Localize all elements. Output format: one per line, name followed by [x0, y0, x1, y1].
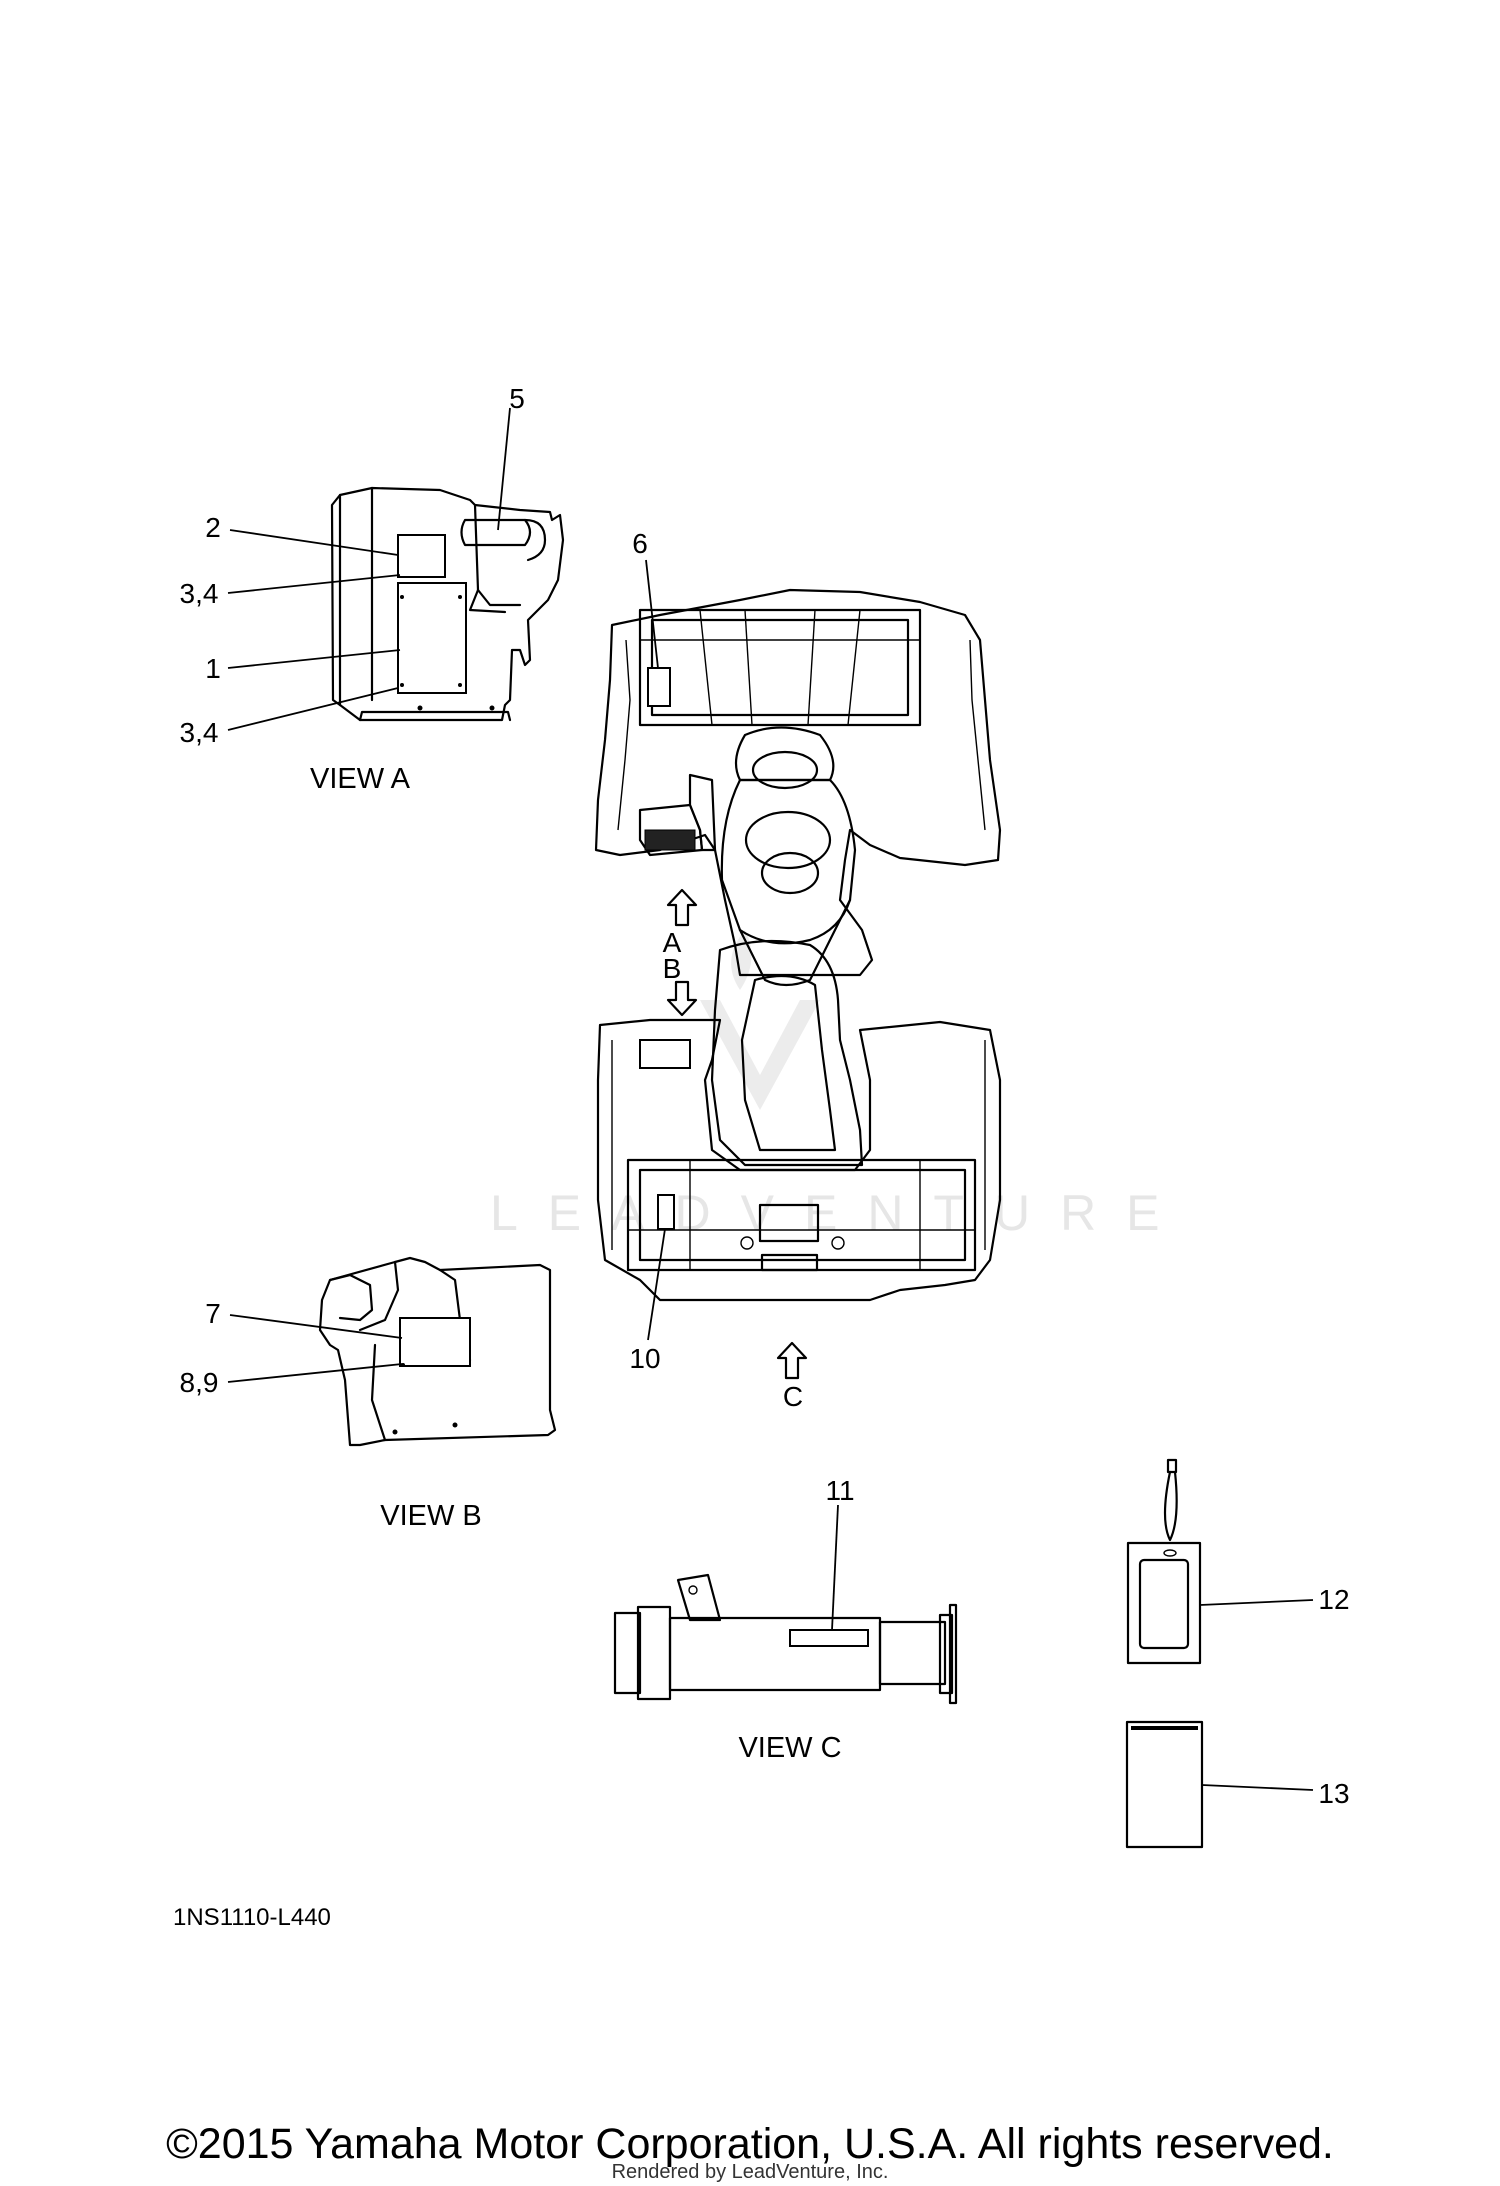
diagram-reference: 1NS1110-L440	[173, 1904, 331, 1931]
label-1-drawing	[397, 582, 467, 694]
view-b-drawing	[227, 1256, 557, 1447]
label-7-drawing	[399, 1317, 471, 1367]
callout-5: 5	[509, 383, 525, 414]
callout-6: 6	[632, 528, 648, 559]
callout-3-4-lower: 3,4	[180, 717, 219, 748]
callout-7: 7	[205, 1298, 221, 1329]
leadventure-watermark: LEADVENTURE	[490, 930, 1190, 1241]
view-a-arrow	[666, 888, 698, 927]
arrow-label-a: A	[663, 927, 682, 958]
view-c-drawing	[613, 1504, 958, 1705]
view-c-arrow	[776, 1341, 808, 1380]
view-b-label: VIEW B	[380, 1500, 482, 1532]
callout-12: 12	[1318, 1584, 1349, 1615]
view-a-label: VIEW A	[310, 763, 411, 795]
tag-12-drawing	[1126, 1458, 1314, 1665]
watermark-text: LEADVENTURE	[490, 1185, 1190, 1241]
callout-10: 10	[629, 1343, 660, 1374]
label-11-drawing	[789, 1629, 869, 1647]
copyright-notice: ©2015 Yamaha Motor Corporation, U.S.A. A…	[166, 2120, 1334, 2168]
bag-13-drawing	[1125, 1720, 1314, 1849]
label-10-drawing	[657, 1194, 675, 1230]
rear-fender-plate	[639, 1039, 691, 1069]
atv-top-view-drawing	[594, 559, 1002, 1380]
arrow-label-b: B	[663, 953, 682, 984]
callout-1: 1	[205, 653, 221, 684]
callout-3-4-upper: 3,4	[180, 578, 219, 609]
callout-8-9: 8,9	[180, 1367, 219, 1398]
label-6-drawing	[647, 667, 671, 707]
rendered-by-notice: Rendered by LeadVenture, Inc.	[612, 2161, 889, 2183]
view-a-drawing	[227, 407, 565, 731]
arrow-label-c: C	[783, 1381, 803, 1412]
callout-2: 2	[205, 512, 221, 543]
view-c-label: VIEW C	[738, 1732, 841, 1764]
callout-11: 11	[825, 1475, 854, 1506]
callout-13: 13	[1318, 1778, 1349, 1809]
view-b-arrow	[666, 980, 698, 1017]
label-2-drawing	[397, 534, 446, 578]
